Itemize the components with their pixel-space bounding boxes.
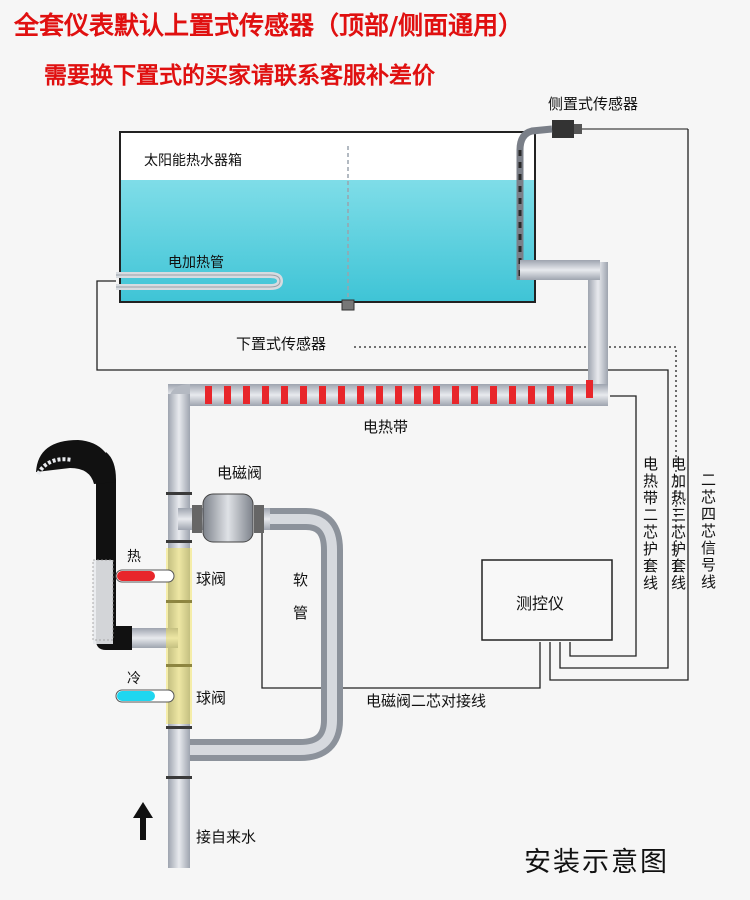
wiring: [96, 129, 689, 689]
controller-box: [481, 559, 613, 641]
tank-label: 太阳能热水器箱: [144, 153, 242, 169]
hot-indicator-icon: [115, 569, 175, 583]
ball-valve-1-label: 球阀: [196, 570, 227, 588]
side-sensor-label: 侧置式传感器: [548, 95, 639, 113]
hose-label: 软管: [291, 572, 309, 638]
diagram-title: 安装示意图: [524, 847, 669, 878]
cold-label: 冷: [127, 671, 141, 687]
ball-valve-2-label: 球阀: [196, 689, 227, 707]
heat-tape-icon: [205, 380, 593, 404]
heater-tube-icon: [116, 272, 284, 290]
pipe-joints: [166, 492, 192, 779]
side-sensor-icon: [516, 120, 688, 280]
arrow-up-icon: [133, 802, 153, 840]
bottom-sensor-label: 下置式传感器: [236, 335, 327, 353]
heater-tube-label: 电加热管: [168, 255, 224, 271]
heat-tape-label: 电热带: [363, 418, 409, 436]
controller-label: 测控仪: [516, 594, 565, 613]
hot-label: 热: [127, 549, 141, 565]
header-line-1: 全套仪表默认上置式传感器（顶部/侧面通用）: [14, 11, 524, 40]
pipes: [130, 260, 608, 868]
wire-heater-label: 电加热三芯护套线: [669, 456, 687, 592]
solenoid-label: 电磁阀: [217, 464, 263, 482]
header-line-2: 需要换下置式的买家请联系客服补差价: [44, 63, 435, 89]
bottom-sensor-icon: [341, 299, 355, 311]
wire-signal-label: 二芯四芯信号线: [699, 472, 717, 591]
wire-heat-tape-label: 电热带二芯护套线: [641, 456, 659, 592]
tank-water: [121, 180, 534, 301]
cold-indicator-icon: [115, 689, 175, 703]
wire-solenoid-label: 电磁阀二芯对接线: [366, 692, 487, 710]
water-tank: [119, 131, 536, 311]
shower-head-icon: [36, 440, 132, 650]
water-inlet-label: 接自来水: [196, 828, 257, 846]
solenoid-valve-icon: [192, 493, 264, 543]
